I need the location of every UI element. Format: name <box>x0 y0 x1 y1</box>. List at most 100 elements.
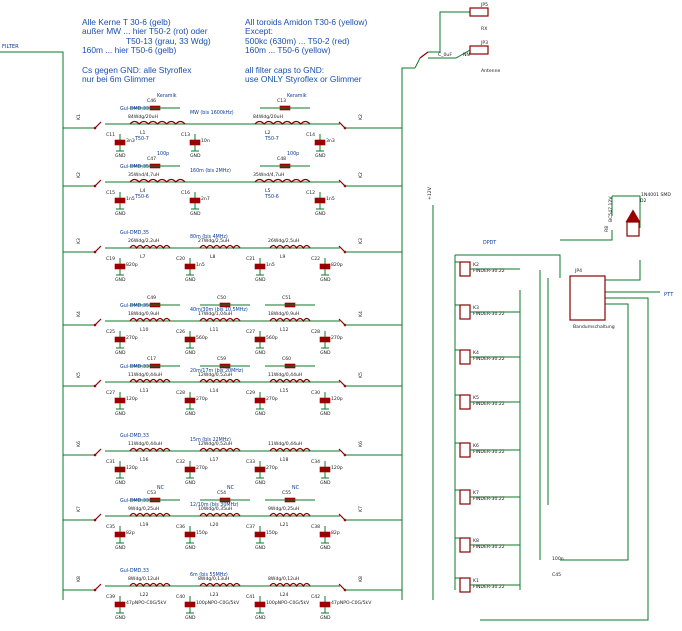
resistor-label: R8 <box>604 226 610 232</box>
gul-label: Gul-DMD,35 <box>120 164 149 170</box>
cap-value-label: 120p <box>331 465 343 471</box>
gnd-label: GND <box>320 615 331 621</box>
diode-label: 1N4001 SMD <box>641 192 671 198</box>
winding-label: 27Wdg/2,5uH <box>198 238 229 244</box>
inductor-icon <box>129 244 171 250</box>
relay-right-label: K7 <box>358 506 364 512</box>
cap-value-label: 3n3 <box>126 138 135 144</box>
cap-value-label: 82p <box>126 530 135 536</box>
cap-value-label: 270p <box>126 335 138 341</box>
top-cap-label: C59 <box>217 356 226 362</box>
relay-coil-icon <box>459 349 471 365</box>
relay-name-label: K4 <box>473 350 479 356</box>
inductor-label: L24 <box>280 592 288 598</box>
relay-contact-icon <box>94 179 102 187</box>
inductor-icon <box>269 582 311 588</box>
inductor-icon <box>254 178 311 183</box>
cap-value-label: 82p <box>331 530 340 536</box>
top-cap-value: Keramik <box>157 93 177 99</box>
inductor-icon <box>129 317 171 323</box>
band-title: 160m (bis 2MHz) <box>190 168 231 174</box>
cap-value-label: 150p <box>196 530 208 536</box>
cap-ref-label: C36 <box>176 524 185 530</box>
relay-type-label: FINDER-30.22 <box>473 268 505 274</box>
relay-coil-icon <box>459 489 471 505</box>
inductor-label: L20 <box>210 522 218 528</box>
relay-left-label: K5 <box>76 372 82 378</box>
contact-dot <box>93 184 97 188</box>
cap-ref-label: C15 <box>106 190 115 196</box>
top-cap-label: C46 <box>147 98 156 104</box>
relay-contact-icon <box>338 379 346 387</box>
rx-switch-icon <box>419 51 429 59</box>
relay-coil-icon <box>459 394 471 410</box>
relay-contact-icon <box>94 245 102 253</box>
cap-value-label: 1n5 <box>326 196 335 202</box>
gnd-label: GND <box>185 545 196 551</box>
capacitor-icon <box>184 531 196 538</box>
rx-connector <box>419 7 641 321</box>
relay-contact-icon <box>338 121 346 129</box>
winding-label: 18Wdg/0,9uH <box>268 311 299 317</box>
relay-right-label: K8 <box>358 576 364 582</box>
relay-contact-icon <box>94 583 102 591</box>
c45-label: C45 <box>552 572 561 578</box>
contact-dot <box>93 518 97 522</box>
gnd-label: GND <box>255 350 266 356</box>
capacitor-icon <box>184 466 196 473</box>
capacitor-icon <box>319 263 331 270</box>
diode-icon <box>625 209 641 223</box>
winding-label: 8Wdg/0,13uH <box>198 576 229 582</box>
top-cap-label: C13 <box>277 98 286 104</box>
relay-coil-icon <box>459 577 471 593</box>
relay-right-label: K5 <box>358 372 364 378</box>
capacitor-icon <box>114 601 126 608</box>
top-cap-label: C54 <box>217 490 226 496</box>
top-cap-value: Keramik <box>287 93 307 99</box>
winding-label: 11Wdg/0,44uH <box>128 372 162 378</box>
inductor-label: L2 <box>265 130 271 136</box>
cap-ref-label: C28 <box>176 390 185 396</box>
contact-dot <box>93 126 97 130</box>
capacitor-icon <box>254 397 266 404</box>
capacitor-icon <box>114 397 126 404</box>
inductor-label: L23 <box>210 592 218 598</box>
relay-left-label: K7 <box>76 506 82 512</box>
inductor-icon <box>199 582 241 588</box>
gnd-label: GND <box>185 411 196 417</box>
dpdt-label: DPDT <box>483 240 496 246</box>
note-english-caps: all filter caps to GND:use ONLY Styrofle… <box>245 64 362 85</box>
capacitor-icon <box>254 263 266 270</box>
gnd-label: GND <box>320 411 331 417</box>
top-cap-label: C53 <box>147 490 156 496</box>
gnd-label: GND <box>315 153 326 159</box>
winding-label: 12Wdg/0,52uH <box>198 372 232 378</box>
band-title: 40m/30m (bis 10,5MHz) <box>190 307 248 313</box>
contact-dot <box>93 250 97 254</box>
cap-value-label: 270p <box>196 396 208 402</box>
relay-type-label: FINDER-30.22 <box>473 401 505 407</box>
cap-value-label: 2n7 <box>201 196 210 202</box>
c100n-label: 100n <box>552 556 564 562</box>
relay-coil-icon <box>459 442 471 458</box>
gul-label: Gul-DMD,35 <box>120 230 149 236</box>
jp5-connector-icon <box>469 7 489 17</box>
relay-name-label: K1 <box>473 578 479 584</box>
cap-value-label: 47pNPO-C0G/5kV <box>126 600 167 606</box>
inductor-label: L16 <box>140 457 148 463</box>
gnd-label: GND <box>255 411 266 417</box>
relay-left-label: K3 <box>76 238 82 244</box>
capacitor-icon <box>184 601 196 608</box>
gul-label: Gul-DMD,35 <box>120 303 149 309</box>
gnd-label: GND <box>255 615 266 621</box>
jp4-header-icon <box>569 275 606 321</box>
inductor-icon <box>269 378 311 384</box>
cap-value-label: 820p <box>126 262 138 268</box>
winding-label: 35Wnd/4,7uH <box>253 172 284 178</box>
inductor-label: L15 <box>280 388 288 394</box>
cap-value-label: 120p <box>331 396 343 402</box>
input-net-label: FILTER <box>2 44 19 50</box>
gnd-label: GND <box>320 350 331 356</box>
gnd-label: GND <box>255 277 266 283</box>
